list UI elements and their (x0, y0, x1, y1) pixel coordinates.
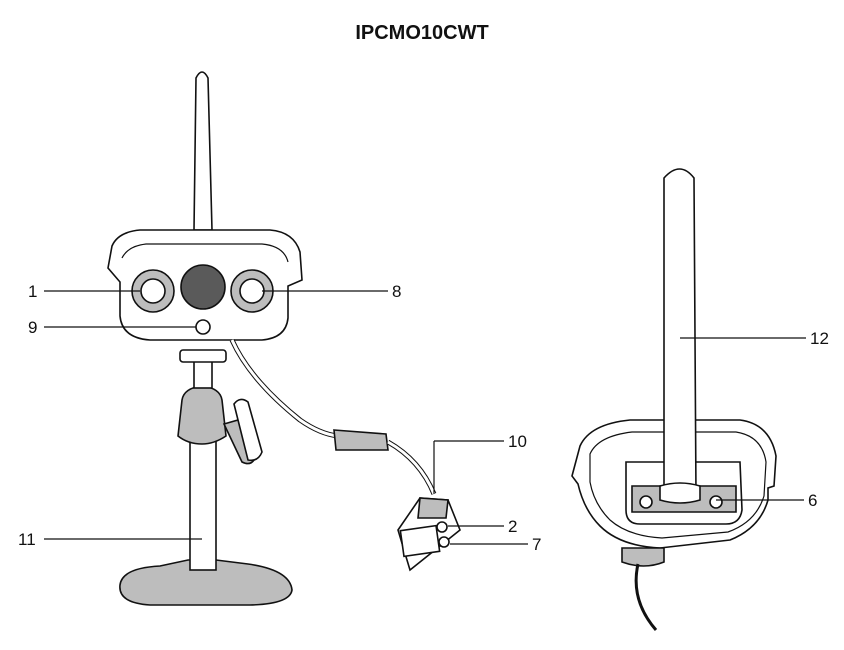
neck (193, 359, 213, 389)
callout-11: 11 (18, 530, 36, 549)
ir-led-left-inner (140, 278, 166, 304)
cable-gland (621, 547, 665, 567)
status-led (436, 521, 448, 533)
cable-connector (333, 429, 389, 451)
callout-7: 7 (532, 535, 541, 554)
front-view (107, 71, 461, 606)
housing-lip (121, 243, 289, 263)
base-stand (119, 559, 293, 606)
callout-12: 12 (810, 329, 829, 348)
callout-2: 2 (508, 517, 517, 536)
antenna-base (659, 482, 701, 504)
diagram-title: IPCMO10CWT (355, 22, 489, 44)
camera-lens (180, 264, 226, 310)
support-pole (189, 439, 217, 571)
back-antenna (663, 168, 697, 497)
back-cable (634, 563, 658, 631)
callout-9: 9 (28, 318, 37, 337)
swivel-joint (177, 385, 227, 445)
reset-button (438, 536, 450, 548)
screw-hole-left (639, 495, 653, 509)
back-housing-inner (589, 431, 767, 539)
ir-led-right-inner (239, 278, 265, 304)
back-view (571, 168, 777, 631)
mount-collar (179, 349, 227, 363)
front-antenna (193, 71, 213, 231)
callout-lines (44, 290, 806, 545)
callout-6: 6 (808, 491, 817, 510)
screw-hole-right (709, 495, 723, 509)
light-sensor (195, 319, 211, 335)
connector-box (397, 497, 461, 572)
cable-to-box (386, 439, 437, 495)
adjust-knob-head (233, 398, 263, 462)
port-panel (399, 524, 441, 558)
callout-8: 8 (392, 282, 401, 301)
callout-10: 10 (508, 432, 527, 451)
callout-1: 1 (28, 282, 37, 301)
